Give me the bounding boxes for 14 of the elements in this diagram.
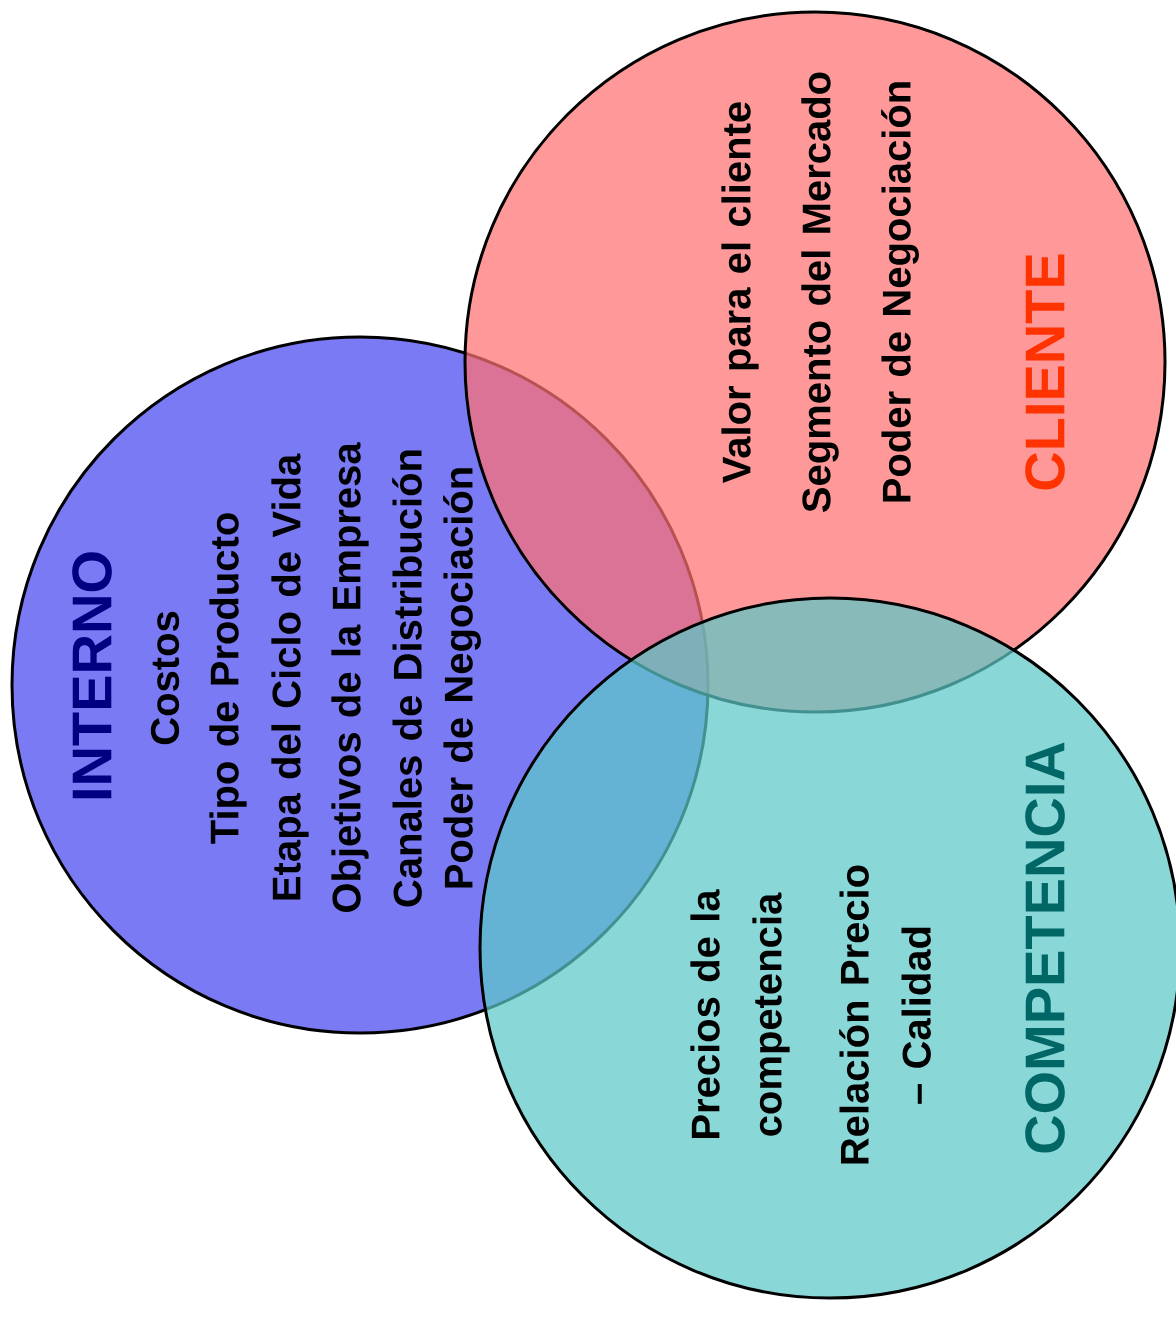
list-item: Relación Precio – Calidad	[839, 865, 931, 1164]
list-item: Objetivos de la Empresa	[331, 442, 369, 912]
list-item: Tipo de Producto	[209, 513, 247, 844]
circle-heading: COMPETENCIA	[1025, 742, 1065, 1153]
circle-heading: INTERNO	[72, 552, 112, 799]
list-item: Canales de Distribución	[392, 450, 422, 907]
circle-heading: CLIENTE	[1025, 254, 1065, 490]
list-item: Segmento del Mercado	[801, 72, 839, 512]
list-item: Poder de Negociación	[443, 468, 481, 888]
list-item: Etapa del Ciclo de Vida	[271, 453, 309, 900]
list-item: Poder de Negociación	[881, 82, 919, 502]
list-item: Precios de la competencia	[690, 889, 790, 1138]
list-item: Valor para el cliente	[721, 102, 759, 483]
list-item: Costos	[150, 611, 180, 745]
